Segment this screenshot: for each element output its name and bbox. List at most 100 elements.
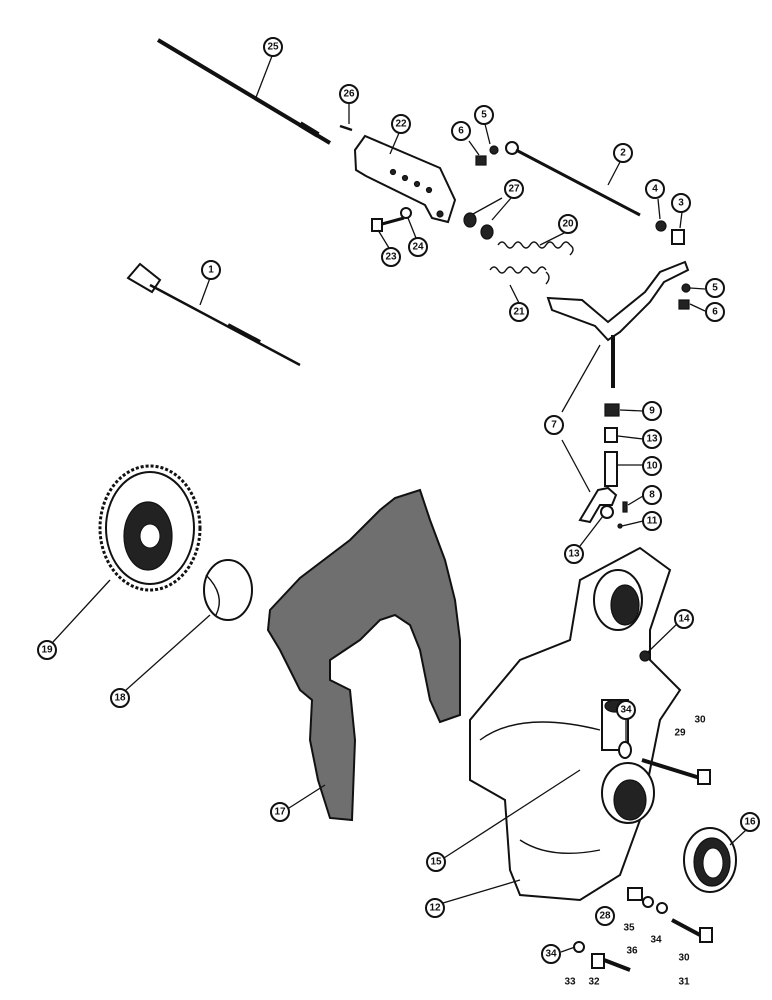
part-lever-22 xyxy=(353,134,457,224)
svg-text:24: 24 xyxy=(412,242,424,253)
svg-text:5: 5 xyxy=(481,110,487,121)
svg-text:15: 15 xyxy=(430,857,442,868)
callout-17: 17 xyxy=(270,802,290,822)
part-housing-12 xyxy=(469,546,682,902)
svg-text:1: 1 xyxy=(208,265,214,276)
part-spring-20 xyxy=(497,241,574,256)
label-35: 35 xyxy=(623,923,635,934)
callout-25: 25 xyxy=(263,37,283,57)
svg-text:16: 16 xyxy=(744,817,756,828)
part-rod-25 xyxy=(156,38,332,145)
svg-text:9: 9 xyxy=(649,406,655,417)
callout-10: 10 xyxy=(642,456,662,476)
part-bolt-32 xyxy=(591,953,631,972)
callout-24: 24 xyxy=(408,237,428,257)
callout-23: 23 xyxy=(381,247,401,267)
callout-34a: 34 xyxy=(616,700,636,720)
part-plug-14 xyxy=(639,650,651,662)
part-pin-26 xyxy=(339,124,353,132)
part-cap-18 xyxy=(203,559,253,621)
part-spring-21 xyxy=(489,266,550,285)
leader-lines xyxy=(52,55,747,953)
part-seal-16 xyxy=(683,827,737,893)
svg-text:4: 4 xyxy=(652,184,658,195)
svg-text:22: 22 xyxy=(395,119,407,130)
svg-text:10: 10 xyxy=(646,461,658,472)
callout-13a: 13 xyxy=(642,429,662,449)
part-rod-2 xyxy=(505,141,641,217)
part-spacer-13b xyxy=(600,505,614,519)
svg-text:28: 28 xyxy=(599,911,611,922)
part-washer-34b xyxy=(656,902,668,914)
label-34b: 34 xyxy=(650,935,662,946)
svg-text:12: 12 xyxy=(429,903,441,914)
label-31: 31 xyxy=(678,977,690,988)
part-nut-6a xyxy=(475,155,487,166)
callout-34c: 34 xyxy=(541,944,561,964)
callout-22: 22 xyxy=(391,114,411,134)
part-dipstick-1 xyxy=(126,262,301,367)
part-clevis-3 xyxy=(671,229,685,245)
svg-text:7: 7 xyxy=(551,420,557,431)
part-gear-19 xyxy=(98,464,202,592)
callout-27: 27 xyxy=(504,179,524,199)
callout-11: 11 xyxy=(642,511,662,531)
part-nut-4 xyxy=(655,220,667,232)
part-arm-7b xyxy=(578,486,618,524)
callout-6a: 6 xyxy=(451,121,471,141)
part-pin-8 xyxy=(622,501,628,513)
svg-text:6: 6 xyxy=(458,126,464,137)
svg-text:20: 20 xyxy=(562,219,574,230)
callout-4: 4 xyxy=(645,179,665,199)
callout-8: 8 xyxy=(642,485,662,505)
part-bolt-23 xyxy=(371,216,405,232)
callout-28: 28 xyxy=(595,906,615,926)
svg-text:26: 26 xyxy=(343,89,355,100)
callout-5a: 5 xyxy=(474,105,494,125)
label-29: 29 xyxy=(674,728,686,739)
svg-text:11: 11 xyxy=(647,516,658,527)
callout-26: 26 xyxy=(339,84,359,104)
callout-6b: 6 xyxy=(705,302,725,322)
label-36: 36 xyxy=(626,946,638,957)
label-30a: 30 xyxy=(694,715,706,726)
label-32: 32 xyxy=(588,977,600,988)
part-spacer-28 xyxy=(627,887,643,901)
svg-text:34: 34 xyxy=(545,949,557,960)
part-sleeve-10 xyxy=(604,451,618,487)
svg-text:17: 17 xyxy=(274,807,286,818)
svg-text:21: 21 xyxy=(513,307,525,318)
svg-text:13: 13 xyxy=(646,434,658,445)
svg-text:5: 5 xyxy=(712,283,718,294)
svg-text:23: 23 xyxy=(385,252,397,263)
callout-14: 14 xyxy=(674,609,694,629)
part-bolt-29 xyxy=(641,758,711,785)
part-washer-5a xyxy=(489,145,499,155)
svg-text:14: 14 xyxy=(678,614,690,625)
callout-9: 9 xyxy=(642,401,662,421)
label-33: 33 xyxy=(564,977,576,988)
callout-16: 16 xyxy=(740,812,760,832)
callout-19: 19 xyxy=(37,640,57,660)
part-washer-34a xyxy=(618,741,632,759)
part-bushings-27 xyxy=(463,212,494,240)
svg-text:8: 8 xyxy=(649,490,655,501)
label-30b: 30 xyxy=(678,953,690,964)
callout-20: 20 xyxy=(558,214,578,234)
callout-13b: 13 xyxy=(564,544,584,564)
callout-15: 15 xyxy=(426,852,446,872)
part-spacer-13a xyxy=(604,427,618,443)
svg-text:13: 13 xyxy=(568,549,580,560)
callout-3: 3 xyxy=(671,193,691,213)
callout-18: 18 xyxy=(110,688,130,708)
svg-text:3: 3 xyxy=(678,198,684,209)
callout-5b: 5 xyxy=(705,278,725,298)
part-bolt-30b xyxy=(671,918,713,943)
svg-text:2: 2 xyxy=(620,148,626,159)
part-gasket-17 xyxy=(266,488,461,822)
part-nut-6b xyxy=(678,299,690,310)
svg-text:6: 6 xyxy=(712,307,718,318)
svg-text:19: 19 xyxy=(41,645,53,656)
svg-text:34: 34 xyxy=(620,705,632,716)
